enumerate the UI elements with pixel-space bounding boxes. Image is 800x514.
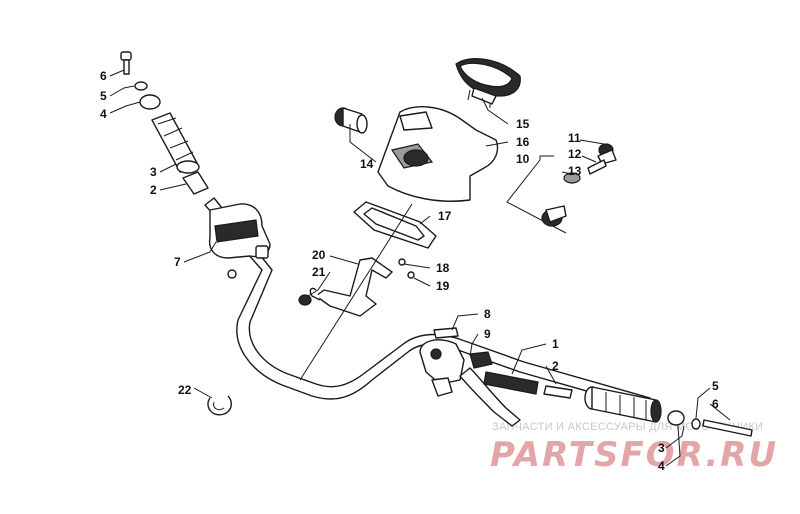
callout-15: 15 (516, 117, 530, 131)
right-bar-end-bolt (702, 419, 753, 437)
callout-10: 10 (516, 152, 530, 166)
right-grip-heater (543, 385, 573, 399)
right-washer (691, 418, 701, 430)
callout-19: 19 (436, 279, 450, 293)
callout-22: 22 (178, 383, 192, 397)
callout-9: 9 (484, 327, 491, 341)
callout-7: 7 (174, 255, 181, 269)
callout-8: 8 (484, 307, 491, 321)
left-grip (151, 112, 200, 174)
left-switch-housing (208, 203, 271, 279)
callout-13: 13 (568, 164, 582, 178)
bracket-washer (407, 271, 415, 279)
bracket-grommet (298, 294, 312, 306)
indicator-socket (541, 205, 567, 227)
leader-lines (109, 69, 731, 467)
switch-lever (587, 159, 607, 175)
center-instrument-pod (377, 106, 499, 202)
callout-21: 21 (312, 265, 326, 279)
callout-6-right: 6 (712, 397, 719, 411)
callout-4-right: 4 (658, 459, 665, 473)
throttle-block (419, 339, 521, 427)
callout-3-right: 3 (658, 441, 665, 455)
callout-3-left: 3 (150, 165, 157, 179)
callout-4-left: 4 (100, 107, 107, 121)
callout-6-left: 6 (100, 69, 107, 83)
right-grip-sleeve (483, 371, 539, 395)
callout-17: 17 (438, 209, 452, 223)
callout-14: 14 (360, 157, 374, 171)
speedometer-gauge (455, 58, 521, 108)
callout-5-right: 5 (712, 379, 719, 393)
keyswitch-plug (334, 107, 368, 134)
gauge-bezel (353, 201, 437, 249)
left-grip-heater (182, 171, 209, 195)
callout-1: 1 (552, 337, 559, 351)
callout-numbers: 6 5 4 3 2 7 14 15 16 10 11 12 13 17 20 2… (100, 69, 719, 473)
left-washer (134, 81, 148, 91)
right-bar-end-weight (667, 410, 685, 426)
callout-16: 16 (516, 135, 530, 149)
switch-nut (563, 172, 581, 184)
watermark-brand: PARTSFOR.RU (490, 435, 778, 475)
left-bar-end-weight (139, 94, 161, 110)
callout-11: 11 (568, 131, 581, 145)
callout-18: 18 (436, 261, 450, 275)
callout-2-left: 2 (150, 183, 157, 197)
callout-2-right: 2 (552, 359, 559, 373)
bracket-screw (398, 258, 406, 266)
callout-12: 12 (568, 147, 582, 161)
left-bar-end-bolt (120, 51, 132, 75)
mounting-bracket (309, 257, 393, 317)
callout-20: 20 (312, 248, 326, 262)
throttle-label-decal (433, 327, 459, 339)
right-grip (584, 386, 662, 423)
cable-clip (207, 395, 232, 416)
callout-5-left: 5 (100, 89, 107, 103)
